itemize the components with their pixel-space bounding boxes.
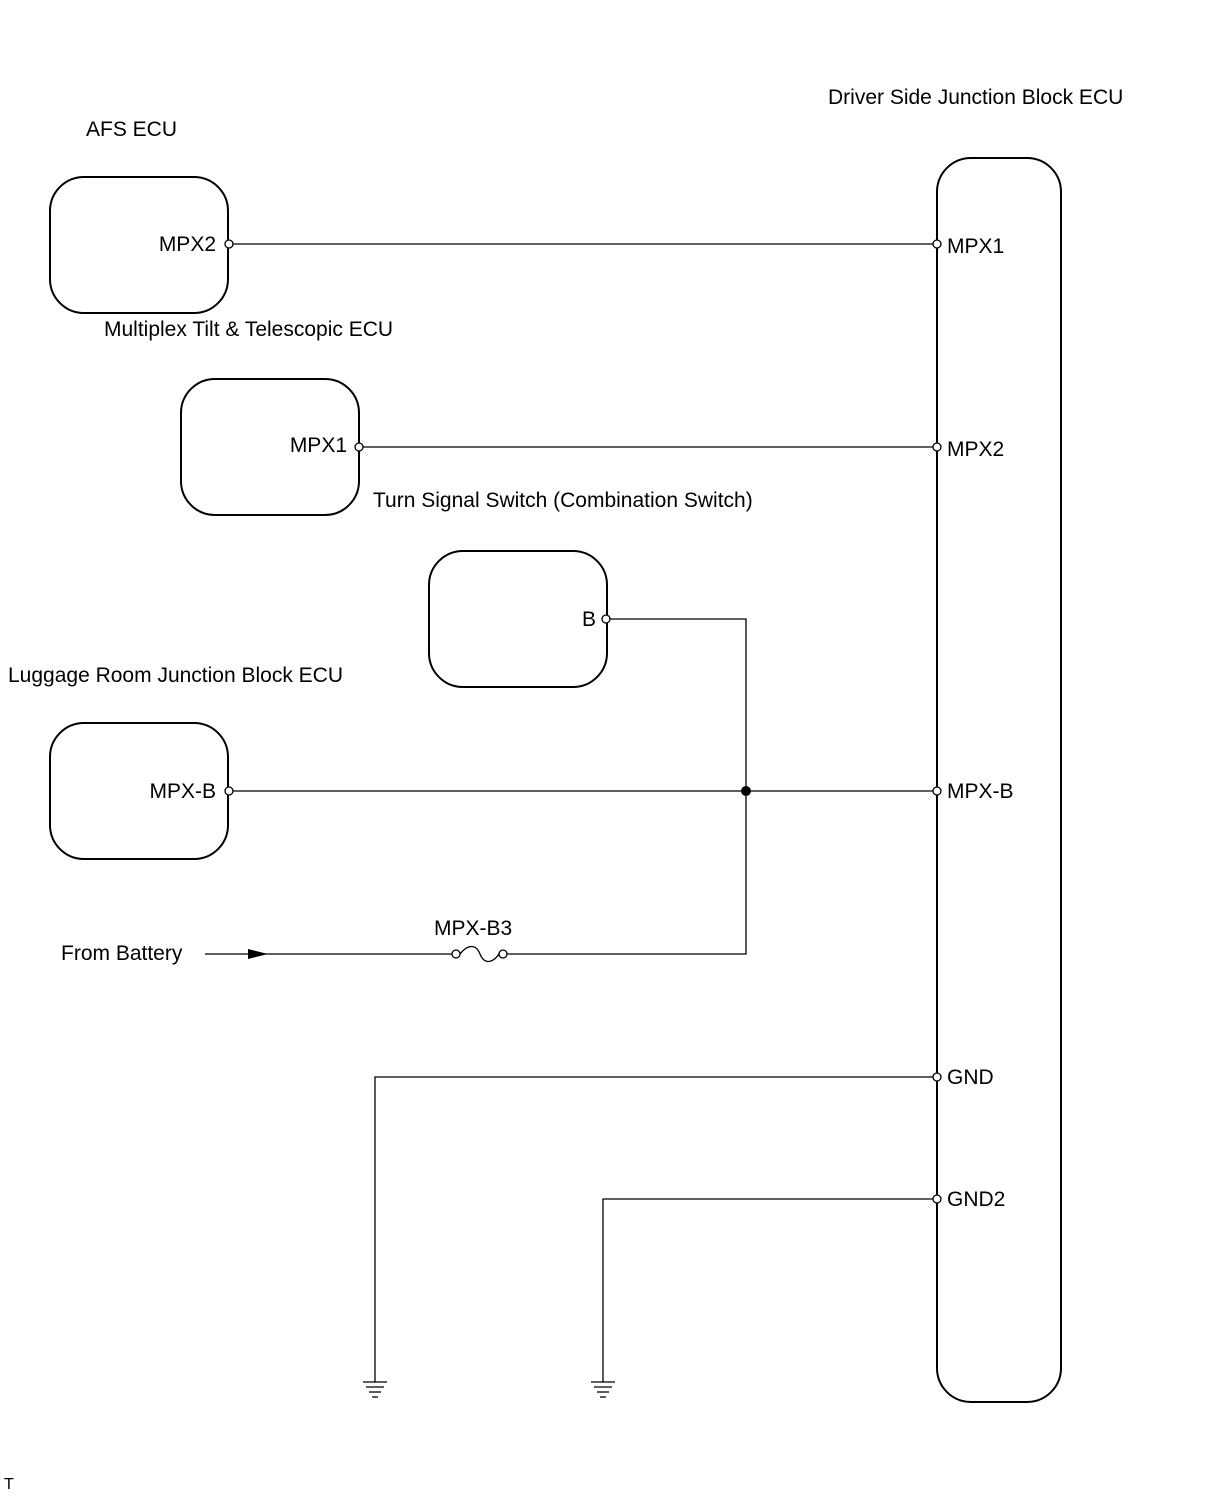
tilt-ecu-title: Multiplex Tilt & Telescopic ECU <box>104 318 393 341</box>
driver-ecu-box <box>936 157 1062 1403</box>
footer-mark: T <box>4 1476 14 1493</box>
fuse-label: MPX-B3 <box>434 917 512 940</box>
wire-gnd <box>374 1076 936 1382</box>
ground-icon <box>591 1381 615 1398</box>
afs-ecu-title: AFS ECU <box>86 118 177 141</box>
luggage-pin-terminal <box>224 786 234 796</box>
luggage-ecu-title: Luggage Room Junction Block ECU <box>8 664 343 687</box>
battery-arrow-icon <box>248 949 268 959</box>
driver-pin-mpxb: MPX-B <box>947 780 1014 803</box>
ground-icon <box>363 1381 387 1398</box>
driver-mpx1-terminal <box>932 239 942 249</box>
turn-pin-terminal <box>601 614 611 624</box>
turn-switch-title: Turn Signal Switch (Combination Switch) <box>373 489 753 512</box>
afs-pin-terminal <box>224 239 234 249</box>
tilt-pin-label: MPX1 <box>290 434 347 457</box>
turn-pin-label: B <box>582 608 596 631</box>
driver-pin-mpx2: MPX2 <box>947 438 1004 461</box>
tilt-pin-terminal <box>354 442 364 452</box>
driver-pin-gnd: GND <box>947 1066 994 1089</box>
wire-gnd2 <box>602 1198 936 1382</box>
driver-pin-mpx1: MPX1 <box>947 235 1004 258</box>
afs-pin-label: MPX2 <box>159 233 216 256</box>
driver-mpx2-terminal <box>932 442 942 452</box>
driver-gnd2-terminal <box>932 1194 942 1204</box>
driver-ecu-title: Driver Side Junction Block ECU <box>828 86 1123 109</box>
fuse-icon <box>451 945 508 963</box>
driver-gnd-terminal <box>932 1072 942 1082</box>
luggage-pin-label: MPX-B <box>149 780 216 803</box>
pin-terminals <box>224 239 942 1204</box>
turn-switch-box <box>428 550 608 688</box>
splice-junction <box>741 786 751 796</box>
driver-mpxb-terminal <box>932 786 942 796</box>
driver-pin-gnd2: GND2 <box>947 1188 1005 1211</box>
battery-label: From Battery <box>61 942 183 965</box>
